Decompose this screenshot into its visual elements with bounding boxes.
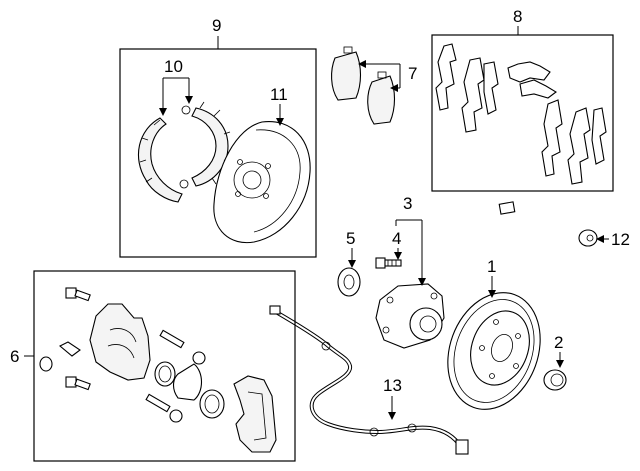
callout-3: 3 — [403, 194, 412, 213]
callout-2: 2 — [554, 333, 563, 352]
caliper-assembly[interactable] — [39, 287, 277, 453]
group-box-8 — [431, 34, 614, 192]
brake-pads[interactable] — [331, 46, 396, 125]
brake-shoes[interactable] — [137, 101, 231, 203]
callout-13: 13 — [383, 376, 402, 395]
callout-7: 7 — [408, 64, 417, 83]
callout-10: 10 — [164, 57, 183, 76]
callout-4: 4 — [392, 229, 401, 248]
callout-6: 6 — [10, 347, 19, 366]
group-box-6 — [33, 270, 296, 462]
pad-hardware-kit[interactable] — [435, 43, 607, 185]
dust-shield[interactable] — [337, 267, 361, 297]
hub-bolt[interactable] — [375, 257, 402, 269]
hub-bearing[interactable] — [375, 283, 445, 349]
brake-hose[interactable] — [498, 201, 598, 262]
grease-cap[interactable] — [543, 369, 567, 391]
abs-sensor[interactable] — [269, 305, 469, 455]
callout-8: 8 — [513, 7, 522, 26]
callout-9: 9 — [212, 16, 221, 35]
callout-11: 11 — [270, 85, 288, 104]
backing-plate[interactable] — [213, 121, 311, 244]
callout-5: 5 — [346, 229, 355, 248]
callout-1: 1 — [487, 257, 496, 276]
callout-12: 12 — [611, 230, 630, 249]
brake-rotor[interactable] — [432, 280, 556, 423]
